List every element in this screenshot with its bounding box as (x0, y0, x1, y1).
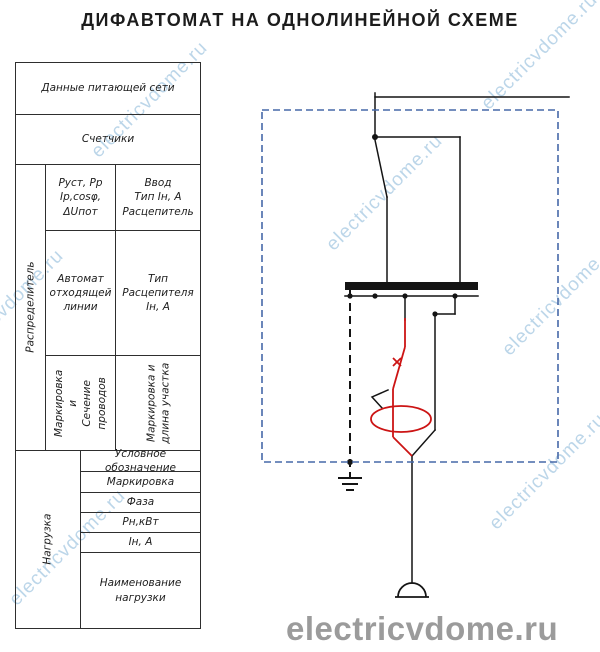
page-title: ДИФАВТОМАТ НА ОДНОЛИНЕЙНОЙ СХЕМЕ (81, 10, 519, 30)
pe-conductor-and-ground (338, 290, 362, 491)
release-lever-icon (370, 389, 389, 410)
rcbo-breaker-symbol (370, 318, 432, 457)
disconnect-switch-blade (374, 139, 388, 198)
connection-dots (347, 134, 458, 465)
site-logo: electricvdome.ru (286, 610, 559, 647)
differential-transformer (370, 405, 432, 433)
breaker-contact-blade (392, 346, 406, 390)
load-conductor (411, 428, 437, 584)
cell-load-name: Наименование нагрузки (80, 552, 201, 629)
supply-lines (344, 92, 570, 584)
cell-trip-unit: Тип Расцепителя Iн, А (115, 230, 201, 356)
lamp-symbol (395, 582, 429, 598)
schematic-boundary (261, 109, 559, 463)
cell-input-breaker: Ввод Тип Iн, А Расцепитель (115, 164, 201, 231)
busbar (345, 282, 478, 290)
